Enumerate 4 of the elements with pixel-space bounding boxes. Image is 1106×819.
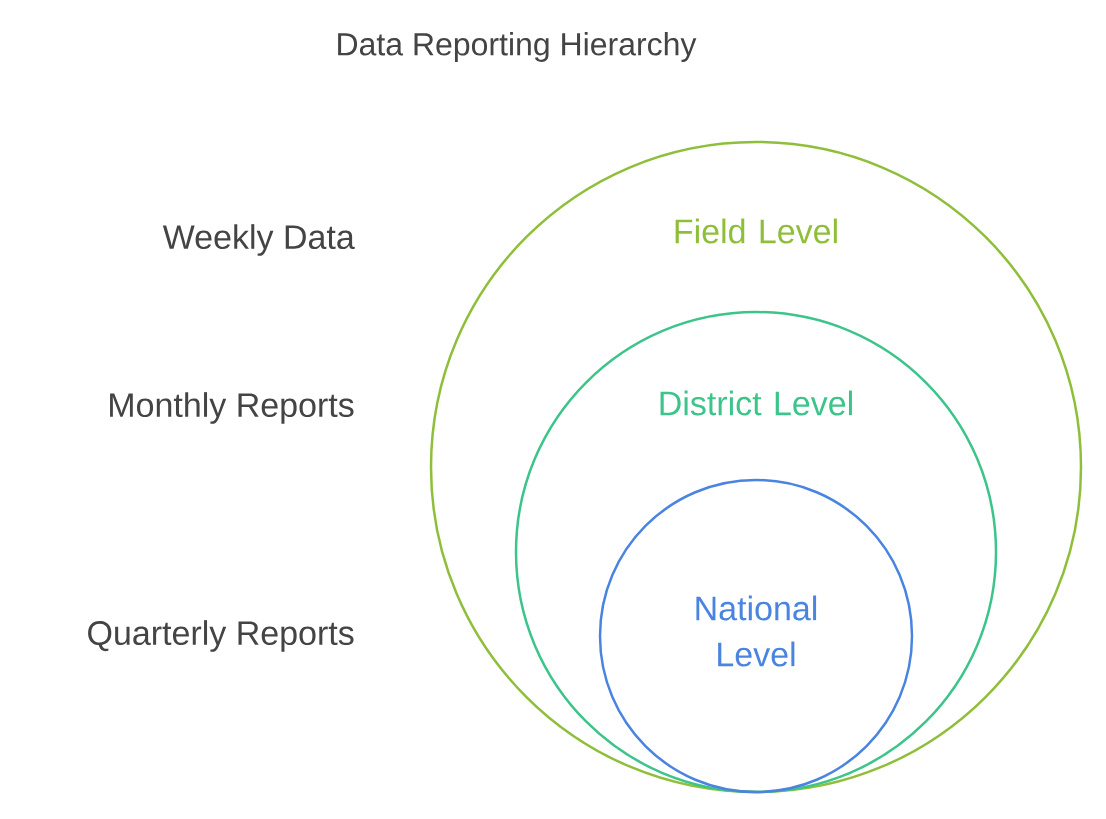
title: Data Reporting Hierarchy <box>338 32 697 62</box>
level-label: Monthly Reports <box>110 392 354 424</box>
level-label: Quarterly Reports <box>88 620 354 652</box>
level-label: Weekly Data <box>162 224 355 256</box>
